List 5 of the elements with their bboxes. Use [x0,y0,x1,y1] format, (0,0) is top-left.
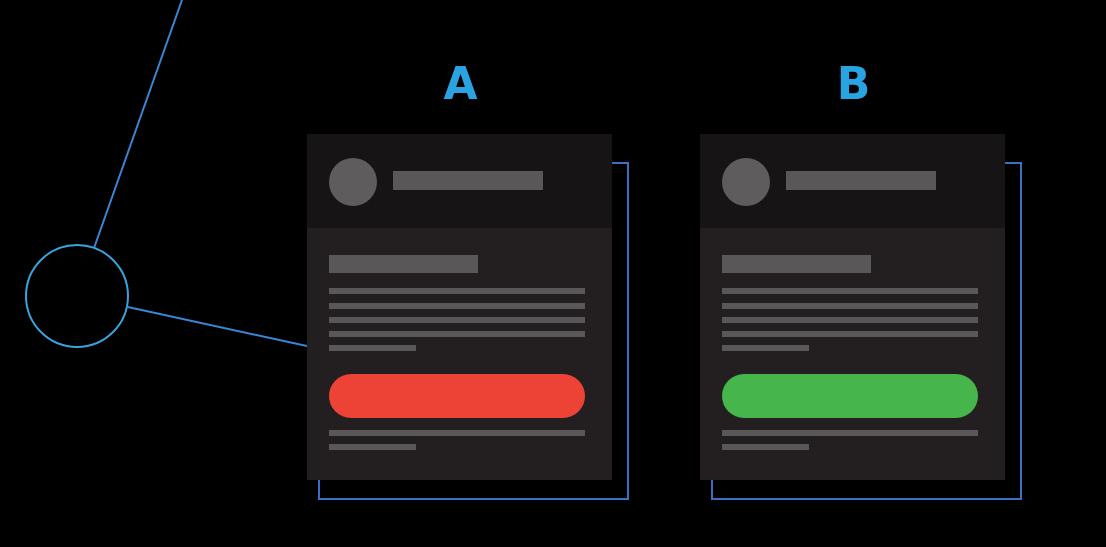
variant-label: A [442,60,479,108]
connector-line [93,0,183,248]
connector-line [126,306,308,347]
variant-label: B [835,60,872,108]
empty-circle [25,244,129,348]
